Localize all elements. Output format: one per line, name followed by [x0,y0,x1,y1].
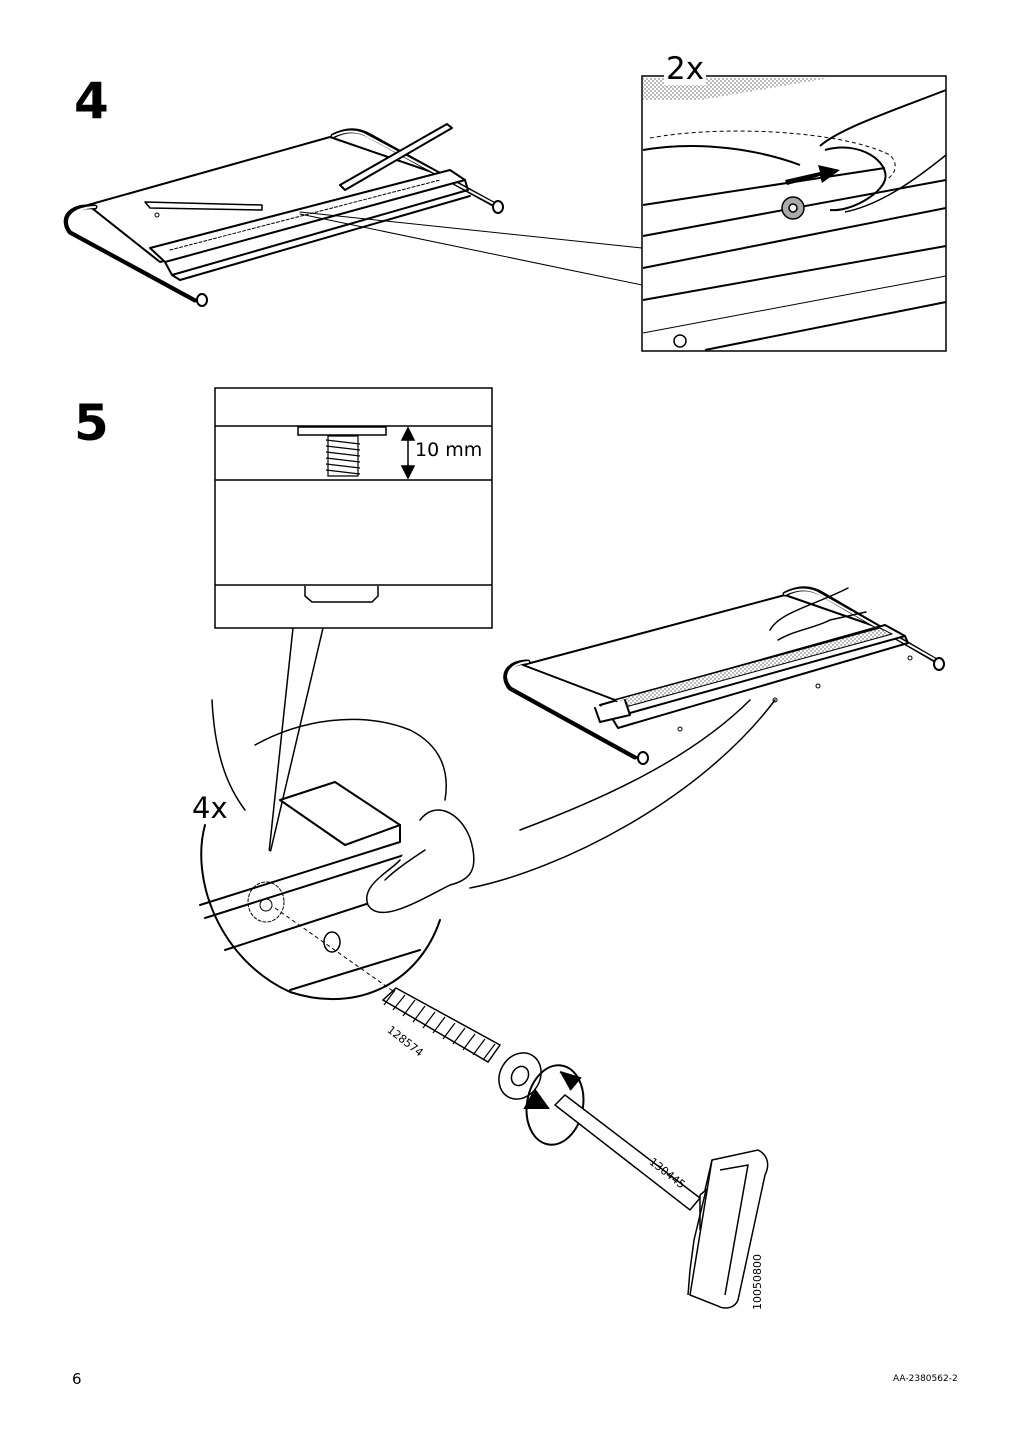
bolt-illustration [381,987,542,1100]
part-number-handle: 10050800 [751,1254,764,1310]
step5-magnified-detail [199,699,475,1001]
step5-callout-pointer [267,627,324,863]
step5-frame-illustration [469,586,945,889]
dimension-label: 10 mm [415,439,483,461]
hex-key-illustration [553,1094,720,1231]
alignment-line [274,907,401,997]
step-5-number: 5 [74,394,109,452]
handle-illustration [687,1149,769,1309]
step-4-quantity: 2x [664,51,707,87]
step5-detail-box [214,387,493,629]
step-5-quantity: 4x [192,791,228,825]
page-number: 6 [72,1370,82,1388]
step4-frame-illustration [63,123,643,307]
step4-detail-box [641,75,947,352]
step-4-number: 4 [74,72,109,130]
document-code: AA-2380562-2 [893,1374,958,1384]
